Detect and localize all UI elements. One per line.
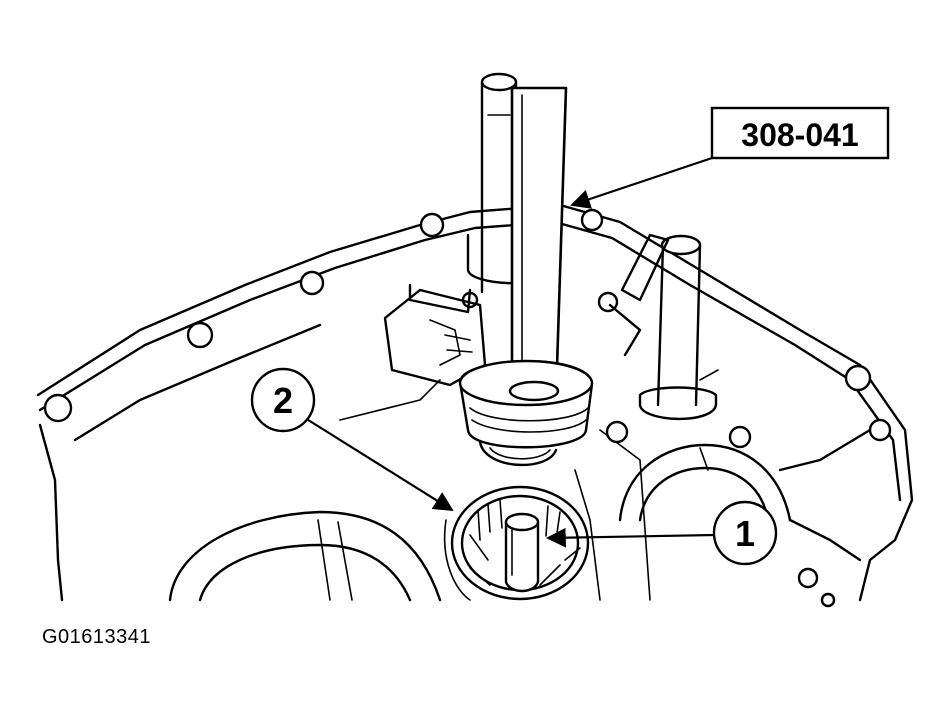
shift-rail <box>608 233 719 421</box>
callout-1-leader-arrow <box>546 527 716 548</box>
callout-2-leader-arrow <box>304 417 454 512</box>
seal-installation-bore <box>443 485 590 601</box>
figure-id: G01613341 <box>42 626 152 648</box>
transmission-case <box>36 203 914 608</box>
special-tool-308-041 <box>458 86 594 467</box>
callout-2-number: 2 <box>273 380 293 421</box>
callout-1: 1 <box>712 500 778 566</box>
callout-1-number: 1 <box>735 513 755 554</box>
tool-label: 308-041 <box>741 117 858 153</box>
callout-2: 2 <box>250 367 316 433</box>
tool-leader-arrow <box>570 156 713 209</box>
tool-label-box: 308-041 <box>710 106 890 160</box>
